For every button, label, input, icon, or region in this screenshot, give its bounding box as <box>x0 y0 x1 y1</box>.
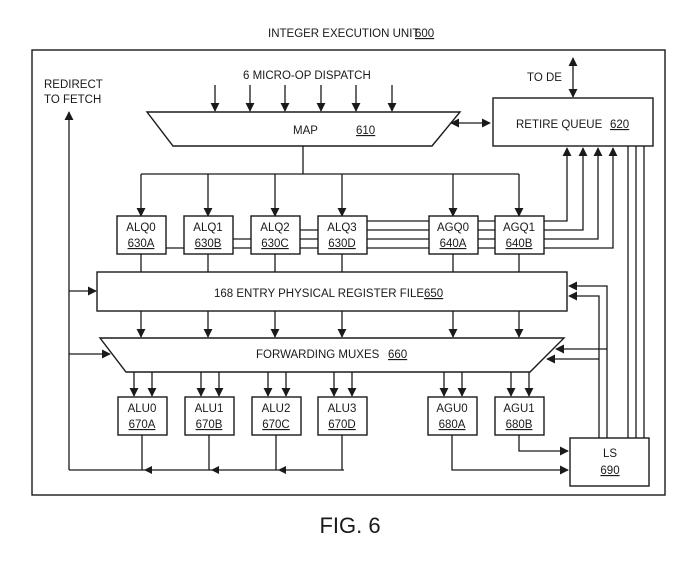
load-store-block <box>569 437 650 487</box>
execution-unit-blocks: ALU0 670A ALU1 670B ALU2 670C ALU3 670D … <box>117 396 545 436</box>
svg-text:AGU0: AGU0 <box>436 403 467 415</box>
svg-text:ALQ1: ALQ1 <box>193 222 222 234</box>
svg-text:AGQ0: AGQ0 <box>437 222 469 234</box>
svg-text:670D: 670D <box>328 419 356 431</box>
load-store-label: LS <box>603 448 617 460</box>
svg-text:ALU2: ALU2 <box>262 403 291 415</box>
diagram-title: INTEGER EXECUTION UNIT <box>268 28 419 40</box>
register-file-label: 168 ENTRY PHYSICAL REGISTER FILE <box>214 288 424 300</box>
unit-alu2: ALU2 670C <box>251 396 302 436</box>
unit-alu0: ALU0 670A <box>117 396 168 436</box>
svg-text:630B: 630B <box>195 238 222 250</box>
dispatch-label: 6 MICRO-OP DISPATCH <box>243 70 371 82</box>
queue-blocks: ALQ0 630A ALQ1 630B ALQ2 630C ALQ3 630D … <box>116 215 545 255</box>
retire-queue-label: RETIRE QUEUE <box>516 119 603 131</box>
mux-to-unit-wires <box>129 372 534 397</box>
load-store-ref: 690 <box>600 465 619 477</box>
queue-to-retire-wires <box>544 147 618 249</box>
retire-queue-block <box>492 97 654 147</box>
queue-alq1: ALQ1 630B <box>183 215 234 255</box>
retire-queue-ref: 620 <box>610 119 629 131</box>
forwarding-muxes-ref: 660 <box>388 349 407 361</box>
unit-alu1: ALU1 670B <box>184 396 235 436</box>
ls-retire-wires <box>627 146 645 438</box>
register-file-block <box>96 271 568 312</box>
map-ref: 610 <box>356 125 375 137</box>
svg-text:AGQ1: AGQ1 <box>503 222 535 234</box>
unit-agu0: AGU0 680A <box>427 396 478 436</box>
svg-text:AGU1: AGU1 <box>503 403 534 415</box>
unit-alu3: ALU3 670D <box>317 396 368 436</box>
svg-text:680B: 680B <box>506 419 533 431</box>
queue-alq3: ALQ3 630D <box>317 215 368 255</box>
svg-text:630D: 630D <box>328 238 356 250</box>
redirect-label-line2: TO FETCH <box>44 94 101 106</box>
redirect-label-line1: REDIRECT <box>44 79 103 91</box>
to-de-label: TO DE <box>527 72 562 84</box>
figure-caption: FIG. 6 <box>319 513 380 538</box>
unit-agu1: AGU1 680B <box>494 396 545 436</box>
dispatch-arrows <box>210 85 397 112</box>
svg-text:ALU3: ALU3 <box>328 403 357 415</box>
queue-agq0: AGQ0 640A <box>428 215 479 255</box>
alu-result-bus <box>69 435 344 474</box>
svg-text:ALQ2: ALQ2 <box>260 222 289 234</box>
agu-to-ls-wires <box>451 435 569 475</box>
ls-feedback-wires <box>546 281 608 438</box>
svg-text:630C: 630C <box>261 238 289 250</box>
svg-text:640A: 640A <box>440 238 467 250</box>
svg-text:670A: 670A <box>129 419 156 431</box>
queue-alq2: ALQ2 630C <box>250 215 301 255</box>
queue-alq0: ALQ0 630A <box>116 215 167 255</box>
forwarding-muxes-block <box>98 337 566 373</box>
map-label: MAP <box>293 125 318 137</box>
queue-agq1: AGQ1 640B <box>494 215 545 255</box>
diagram-title-ref: 600 <box>415 28 434 40</box>
left-feedback-wires <box>69 286 111 359</box>
svg-text:670B: 670B <box>196 419 223 431</box>
svg-text:640B: 640B <box>506 238 533 250</box>
svg-text:630A: 630A <box>128 238 155 250</box>
svg-text:ALQ3: ALQ3 <box>327 222 356 234</box>
forwarding-muxes-label: FORWARDING MUXES <box>256 349 380 361</box>
queue-interconnect-wires <box>166 220 495 249</box>
svg-text:ALQ0: ALQ0 <box>126 222 155 234</box>
register-file-ref: 650 <box>424 288 443 300</box>
svg-text:670C: 670C <box>262 419 290 431</box>
map-block <box>145 111 462 147</box>
map-to-queues-wires <box>136 146 524 217</box>
svg-text:ALU0: ALU0 <box>128 403 157 415</box>
svg-text:ALU1: ALU1 <box>195 403 224 415</box>
svg-text:680A: 680A <box>439 419 466 431</box>
